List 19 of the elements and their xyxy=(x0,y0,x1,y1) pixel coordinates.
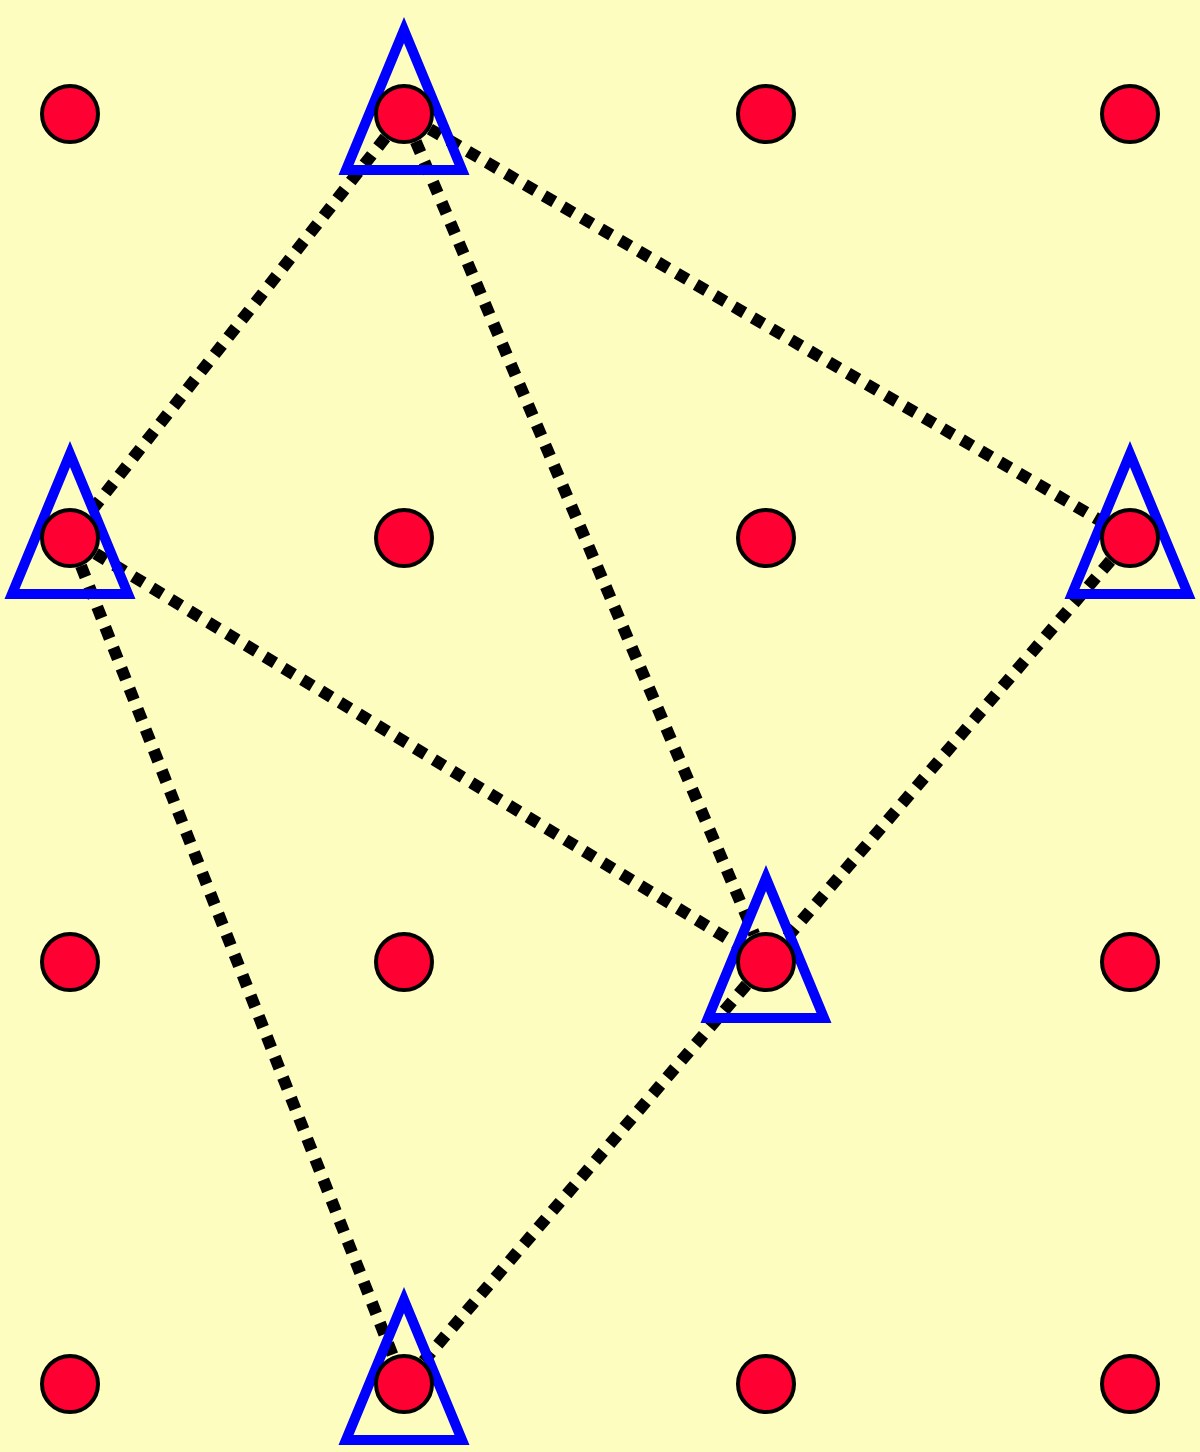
dot xyxy=(40,84,100,144)
dot xyxy=(736,84,796,144)
dotted-line xyxy=(75,563,399,1359)
dot xyxy=(374,84,434,144)
dot xyxy=(736,1354,796,1414)
dot xyxy=(1100,508,1160,568)
dot xyxy=(1100,84,1160,144)
dot xyxy=(374,1354,434,1414)
dot xyxy=(1100,932,1160,992)
dotted-line xyxy=(410,139,760,937)
dot xyxy=(40,1354,100,1414)
dotted-line xyxy=(418,980,752,1366)
dot xyxy=(374,932,434,992)
dot xyxy=(374,508,434,568)
dot xyxy=(40,932,100,992)
dot xyxy=(1100,1354,1160,1414)
dot xyxy=(736,508,796,568)
dot xyxy=(736,932,796,992)
dot xyxy=(40,508,100,568)
